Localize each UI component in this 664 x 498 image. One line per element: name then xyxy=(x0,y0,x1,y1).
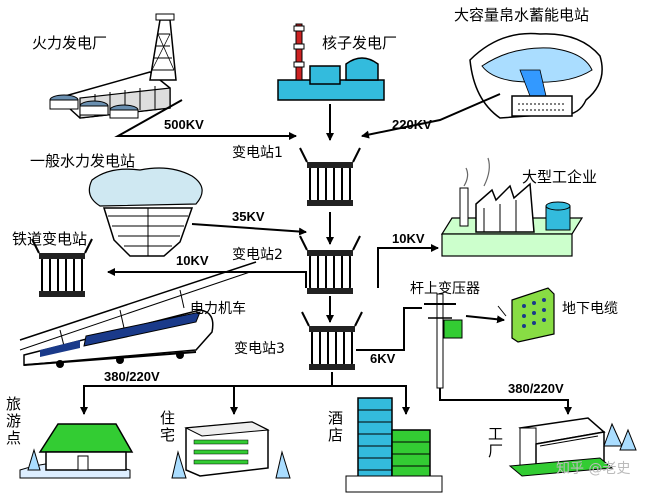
residence-icon xyxy=(171,421,291,479)
label-thermal-plant: 火力发电厂 xyxy=(32,34,108,52)
label-nuclear-plant: 核子发电厂 xyxy=(322,34,398,52)
label-pole-transformer: 杆上变压器 xyxy=(410,281,480,297)
nuclear-plant-icon xyxy=(277,23,385,101)
substation2-transformer-icon xyxy=(299,235,361,295)
label-hydro-plant: 一般水力发电站 xyxy=(30,152,136,170)
thermal-plant-icon xyxy=(49,13,177,119)
hotel-icon xyxy=(345,397,443,493)
label-substation2: 变电站2 xyxy=(232,247,283,263)
label-residence: 住宅 xyxy=(160,409,176,444)
underground-cable-icon xyxy=(497,287,555,343)
watermark: 知乎 @老史 xyxy=(556,461,631,477)
pole-transformer-icon xyxy=(424,293,463,389)
substation1-transformer-icon xyxy=(299,147,361,207)
label-hotel: 酒店 xyxy=(328,409,344,444)
label-substation1: 变电站1 xyxy=(232,145,283,161)
voltage-10kv-industry: 10KV xyxy=(392,231,425,246)
hydro-plant-icon xyxy=(88,167,203,257)
label-underground-cable: 地下电缆 xyxy=(562,301,618,317)
factory-icon xyxy=(508,417,637,477)
voltage-6kv: 6KV xyxy=(370,351,396,366)
pumped-storage-icon xyxy=(469,32,603,119)
voltage-35kv: 35KV xyxy=(232,209,265,224)
voltage-10kv-railway: 10KV xyxy=(176,253,209,268)
label-factory: 工厂 xyxy=(488,425,504,460)
label-tourist-spot: 旅游点 xyxy=(6,395,22,447)
large-industry-icon xyxy=(440,157,584,257)
voltage-380-220v-left: 380/220V xyxy=(104,369,160,384)
label-electric-locomotive: 电力机车 xyxy=(190,301,246,317)
label-pumped-storage: 大容量帛水蓄能电站 xyxy=(454,6,590,24)
tourist-spot-icon xyxy=(19,423,134,479)
electric-locomotive-icon xyxy=(19,261,257,368)
connection-lines xyxy=(80,93,572,415)
voltage-380-220v-right: 380/220V xyxy=(508,381,564,396)
label-railway-substation: 铁道变电站 xyxy=(12,230,88,248)
label-substation3: 变电站3 xyxy=(234,341,285,357)
voltage-220kv: 220KV xyxy=(392,117,432,132)
substation3-transformer-icon xyxy=(301,311,363,371)
label-large-industry: 大型工企业 xyxy=(522,168,598,186)
voltage-500kv: 500KV xyxy=(164,117,204,132)
